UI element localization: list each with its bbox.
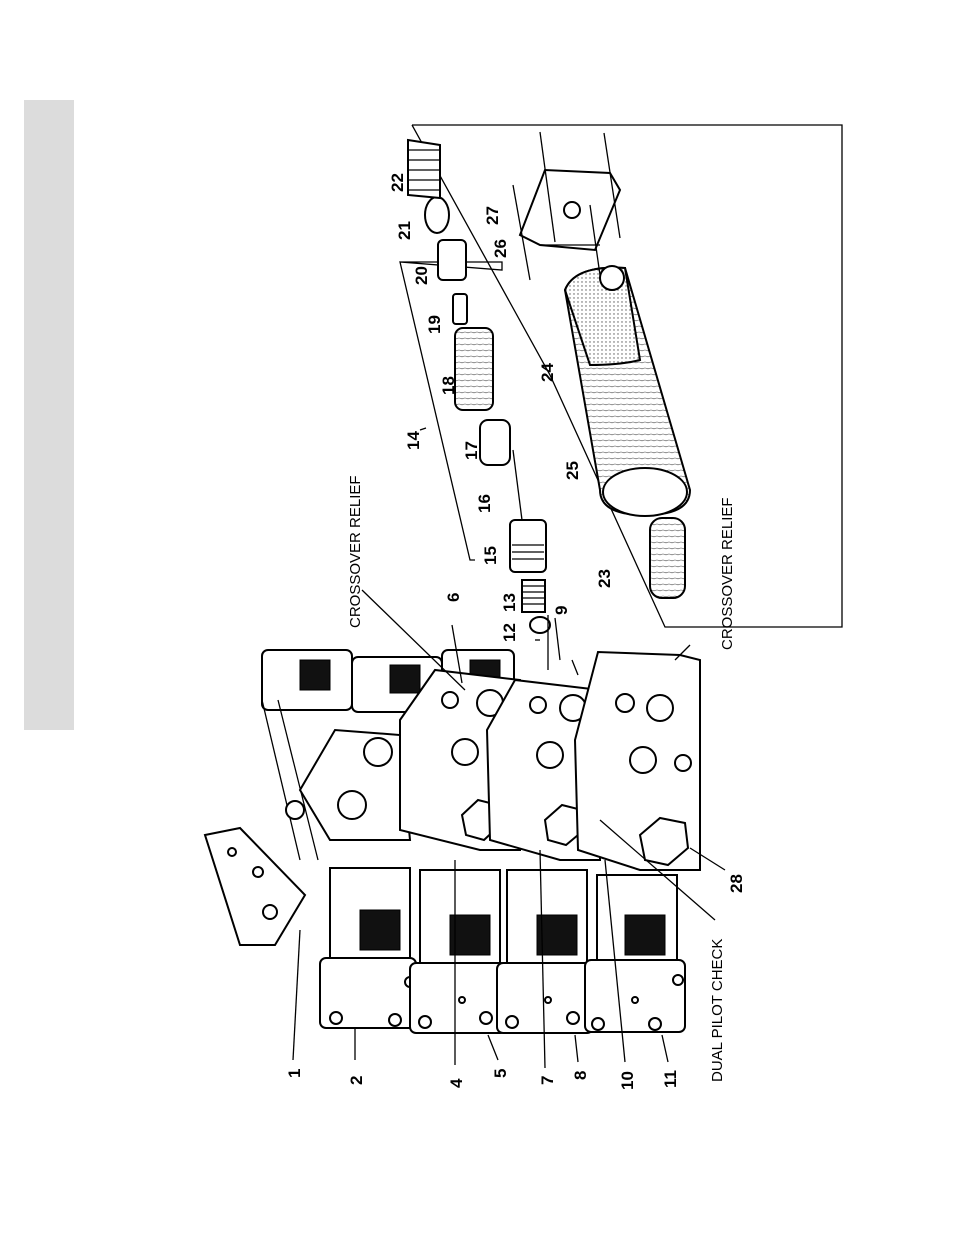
callout-13: 13 bbox=[500, 593, 519, 612]
valve-block-bottom bbox=[575, 652, 700, 870]
part-15-seat bbox=[510, 520, 546, 572]
part-22-spring bbox=[408, 140, 440, 198]
callout-27: 27 bbox=[483, 206, 502, 225]
callout-5: 5 bbox=[491, 1069, 510, 1078]
callout-2: 2 bbox=[347, 1076, 366, 1085]
caption-dual-pilot-check: DUAL PILOT CHECK bbox=[709, 939, 726, 1082]
callout-25: 25 bbox=[563, 461, 582, 480]
callout-21: 21 bbox=[395, 221, 414, 240]
part-16-pin bbox=[513, 450, 522, 520]
callout-12: 12 bbox=[500, 623, 519, 642]
part-23-plunger bbox=[650, 518, 685, 598]
callout-24: 24 bbox=[538, 363, 557, 382]
inlet-body-block bbox=[286, 730, 410, 840]
callout-9: 9 bbox=[552, 606, 571, 615]
callout-18: 18 bbox=[439, 376, 458, 395]
callout-1: 1 bbox=[285, 1069, 304, 1078]
front-solenoid-3 bbox=[497, 870, 593, 1033]
caption-crossover-relief-right: CROSSOVER RELIEF bbox=[719, 497, 736, 650]
callout-10: 10 bbox=[618, 1071, 637, 1090]
part-18-sleeve bbox=[455, 328, 493, 410]
part-13-spring bbox=[522, 580, 545, 612]
callout-17: 17 bbox=[462, 441, 481, 460]
callout-26: 26 bbox=[491, 239, 510, 258]
callout-28: 28 bbox=[727, 874, 746, 893]
callout-4: 4 bbox=[447, 1078, 466, 1088]
callout-11: 11 bbox=[661, 1070, 680, 1088]
front-solenoid-2 bbox=[410, 870, 506, 1033]
mounting-plate bbox=[205, 828, 305, 945]
part-21-cap bbox=[425, 197, 449, 233]
callout-20: 20 bbox=[412, 266, 431, 285]
front-solenoid-1 bbox=[320, 868, 416, 1028]
part-20-nut bbox=[438, 240, 466, 280]
callout-15: 15 bbox=[481, 546, 500, 565]
callout-6: 6 bbox=[444, 593, 463, 602]
front-solenoid-4 bbox=[585, 875, 685, 1032]
caption-crossover-relief-top: CROSSOVER RELIEF bbox=[347, 475, 364, 628]
callout-7: 7 bbox=[538, 1076, 557, 1085]
callout-22: 22 bbox=[388, 173, 407, 192]
callout-16: 16 bbox=[475, 494, 494, 513]
part-19-stem bbox=[453, 294, 467, 324]
part-17-poppet bbox=[480, 420, 510, 465]
callout-14: 14 bbox=[404, 431, 423, 450]
callout-8: 8 bbox=[571, 1071, 590, 1080]
part-12-ball bbox=[530, 617, 550, 633]
callout-19: 19 bbox=[425, 315, 444, 334]
callout-23: 23 bbox=[595, 569, 614, 588]
